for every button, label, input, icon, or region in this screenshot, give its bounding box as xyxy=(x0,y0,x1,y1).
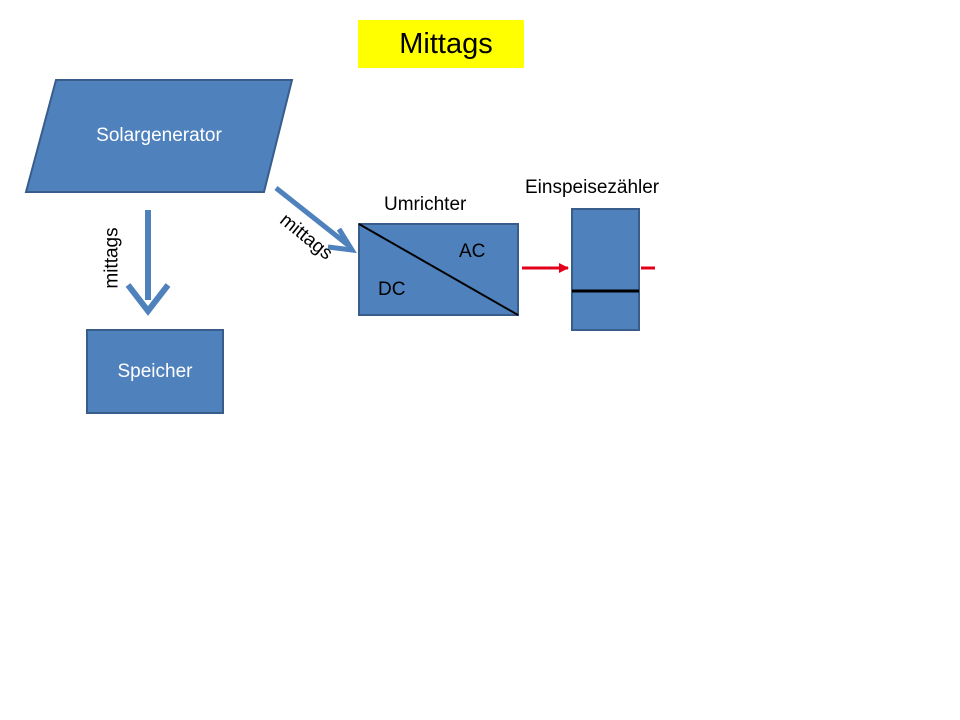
storage-label: Speicher xyxy=(117,360,193,382)
inverter-box xyxy=(358,223,519,316)
title-banner: Mittags xyxy=(358,20,524,68)
arrow-solar-to-storage xyxy=(125,210,171,316)
solar-generator-label: Solargenerator xyxy=(96,125,222,146)
inverter-diagonal xyxy=(358,223,519,316)
flow-label-storage: mittags xyxy=(101,227,123,289)
inverter-dc-label: DC xyxy=(378,279,406,300)
inverter-label: Umrichter xyxy=(384,194,467,215)
meter-label: Einspeisezähler xyxy=(525,177,660,198)
inverter-ac-label: AC xyxy=(459,241,486,262)
arrow-solar-to-inverter xyxy=(274,186,357,254)
page-title: Mittags xyxy=(399,27,493,60)
solar-generator-shape xyxy=(24,79,294,193)
meter-box xyxy=(571,208,640,331)
storage-box: Speicher xyxy=(86,329,224,414)
